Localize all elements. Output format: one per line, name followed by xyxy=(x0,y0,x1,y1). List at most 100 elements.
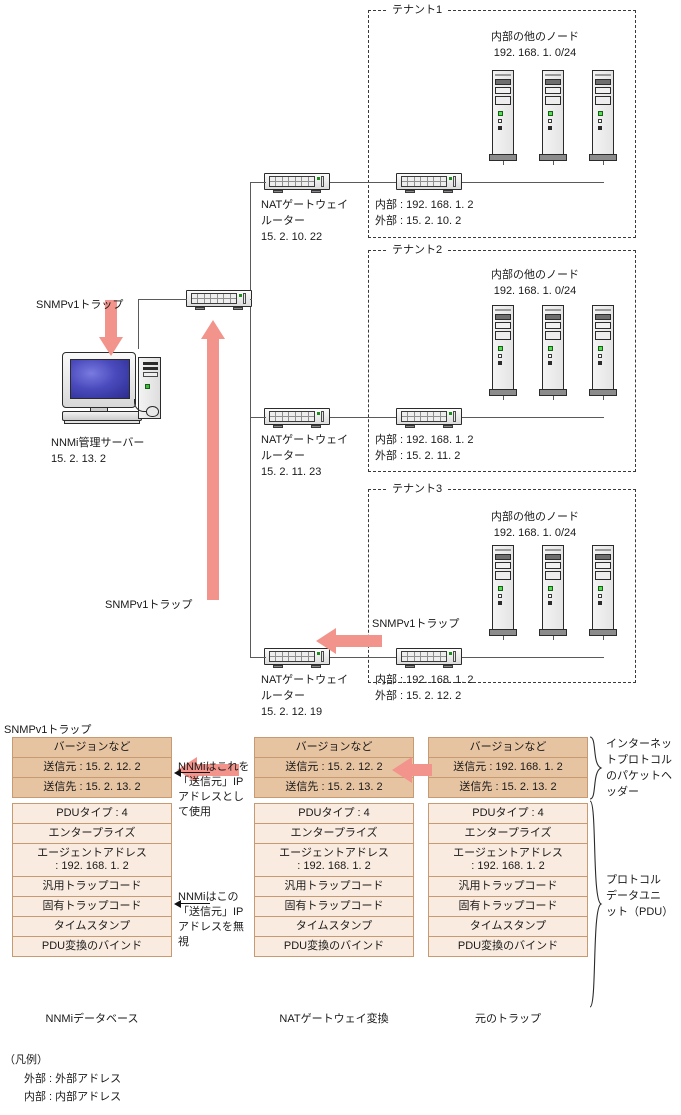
tower-power-led xyxy=(548,586,553,591)
nat-router-1 xyxy=(264,171,330,193)
tenant-3-nodes-title: 内部の他のノード xyxy=(491,511,579,523)
tower-indicator xyxy=(548,119,552,123)
tenant-3-inner-bus xyxy=(456,657,604,658)
tower-vent xyxy=(595,549,611,551)
tower-indicator xyxy=(598,126,602,130)
packet-header-row: 送信元 : 192. 168. 1. 2 xyxy=(428,757,588,778)
router-status-led xyxy=(317,177,320,180)
nat-router-2-line3: 15. 2. 11. 23 xyxy=(261,466,322,478)
trap-label-top: SNMPv1トラップ xyxy=(36,299,124,311)
tenant-2-router-link xyxy=(330,417,400,418)
tower-indicator xyxy=(548,126,552,130)
packet-pdu-row: エージェントアドレス : 192. 168. 1. 2 xyxy=(428,843,588,877)
core-switch-server-link-h xyxy=(138,299,187,300)
tower-drive-bay xyxy=(495,87,511,94)
trap-arrow-up-trunk xyxy=(201,320,225,600)
tower-vent xyxy=(595,74,611,76)
legend-item-outer: 外部 : 外部アドレス xyxy=(24,1073,122,1085)
arrow-shaft xyxy=(180,903,210,904)
router-foot xyxy=(195,307,205,310)
tower-base xyxy=(589,629,617,636)
core-switch xyxy=(186,288,252,310)
arrowhead xyxy=(174,900,181,908)
router-ports xyxy=(270,412,314,421)
tower-power-led xyxy=(598,346,603,351)
packet-pdu-row: タイムスタンプ xyxy=(254,916,414,937)
tower-drive-bay xyxy=(595,562,611,569)
tower-drive-bay xyxy=(495,331,511,340)
router-foot xyxy=(405,190,415,193)
packet-header-row: バージョンなど xyxy=(428,737,588,758)
tower-indicator xyxy=(498,354,502,358)
tower-vent xyxy=(495,309,511,311)
router-port-panel xyxy=(401,651,447,662)
tower-vent xyxy=(545,74,561,76)
packet-pdu-row: 固有トラップコード xyxy=(428,896,588,917)
tower-indicator xyxy=(598,354,602,358)
tenant-3-node-1 xyxy=(489,545,517,640)
nat-router-3-line3: 15. 2. 12. 19 xyxy=(261,706,323,718)
tenant-2-inner-router xyxy=(396,406,462,428)
packet-table-nat-translated: バージョンなど 送信元 : 15. 2. 12. 2 送信先 : 15. 2. … xyxy=(254,737,414,957)
tower-drive-bay xyxy=(545,96,561,105)
tenant-1-inner-addr: 内部 : 192. 168. 1. 2 xyxy=(375,199,474,211)
tower-drive-bay xyxy=(545,87,561,94)
nat-router-2-line1: NATゲートウェイ xyxy=(261,434,349,446)
packet-pdu-row: 汎用トラップコード xyxy=(12,876,172,897)
tenant-1-node-1 xyxy=(489,70,517,165)
keyboard-base xyxy=(64,420,140,424)
tower-indicator xyxy=(498,594,502,598)
tenant-3-node-2 xyxy=(539,545,567,640)
tower-cable xyxy=(503,636,504,640)
tower-cable xyxy=(503,161,504,165)
tower-cable xyxy=(553,161,554,165)
router-foot xyxy=(311,665,321,668)
tenant-2-nodes-title: 内部の他のノード xyxy=(491,269,579,281)
tower-vent xyxy=(545,549,561,551)
tower-drive-bay xyxy=(595,79,611,85)
tenant-1-node-2 xyxy=(539,70,567,165)
tower-cable xyxy=(603,396,604,400)
router-ports xyxy=(192,294,236,303)
tower-drive-bay xyxy=(545,314,561,320)
backbone-stub-2 xyxy=(250,417,266,418)
router-status-led xyxy=(317,412,320,415)
router-port-panel xyxy=(269,176,315,187)
tenant-3-node-3 xyxy=(589,545,617,640)
tower-indicator xyxy=(548,594,552,598)
router-ports xyxy=(270,652,314,661)
tenant-label-2: テナント2 xyxy=(388,244,447,256)
tower-power-led xyxy=(498,111,503,116)
tenant-1-node-3 xyxy=(589,70,617,165)
tower-drive-bay xyxy=(595,571,611,580)
backbone-trunk xyxy=(250,182,251,658)
tower-drive-bay xyxy=(495,562,511,569)
nat-router-1-line3: 15. 2. 10. 22 xyxy=(261,231,323,243)
backbone-stub-1 xyxy=(250,182,266,183)
packet-pdu-row: PDUタイプ : 4 xyxy=(254,803,414,824)
tower-base xyxy=(539,154,567,161)
tower-base xyxy=(539,629,567,636)
nat-router-3-line1: NATゲートウェイ xyxy=(261,674,349,686)
router-ports xyxy=(402,652,446,661)
arrowhead xyxy=(174,769,181,777)
packet-flow-arrow-right-to-mid xyxy=(392,757,432,783)
router-status-led xyxy=(449,412,452,415)
tower-cable xyxy=(553,636,554,640)
tower-drive-bay xyxy=(495,571,511,580)
tower-drive-bay xyxy=(495,96,511,105)
tenant-1-nodes-subnet: 192. 168. 1. 0/24 xyxy=(493,47,577,59)
router-port-panel xyxy=(269,411,315,422)
tenant-2-outer-addr: 外部 : 15. 2. 11. 2 xyxy=(375,450,461,462)
router-foot xyxy=(311,425,321,428)
router-uplink-slot xyxy=(453,411,456,422)
router-port-panel xyxy=(401,411,447,422)
packet-caption-nnmi-database: NNMiデータベース xyxy=(45,1013,139,1025)
packet-pdu-row: 汎用トラップコード xyxy=(428,876,588,897)
packet-pdu-row: 汎用トラップコード xyxy=(254,876,414,897)
tenant-2-node-2 xyxy=(539,305,567,400)
tower-cable xyxy=(603,161,604,165)
tower-drive-bay xyxy=(595,322,611,329)
tower-cable xyxy=(553,396,554,400)
tower-drive-bay xyxy=(545,562,561,569)
